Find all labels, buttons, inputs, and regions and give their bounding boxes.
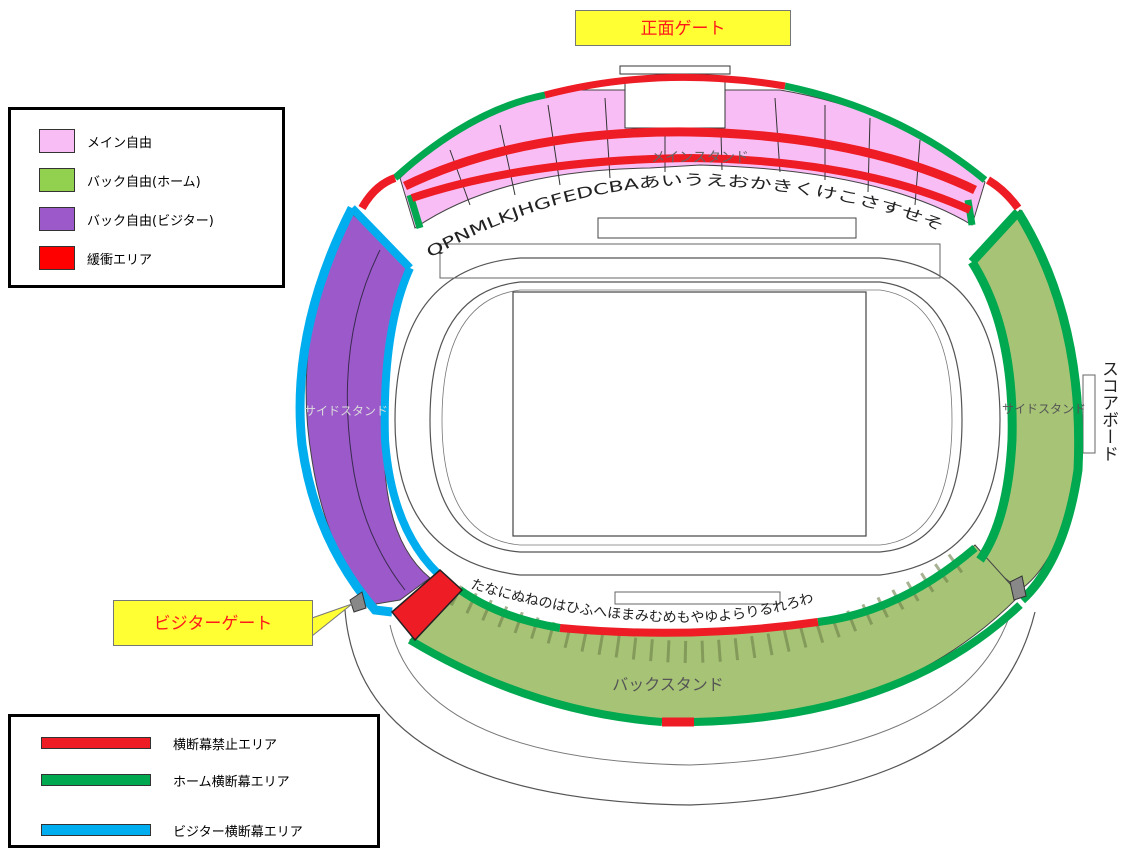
inner-track-outer [394,257,1001,576]
seat-legend-swatch [39,246,75,270]
prohibited-banner-main-top [544,73,786,99]
seat-legend-item: 緩衝エリア [11,245,152,271]
seat-legend-item: バック自由(ビジター) [11,206,214,232]
track-inner-lane [441,289,953,546]
banner-legend-swatch [41,737,151,749]
buffer-banner-left [358,174,397,211]
banner-legend-item: ビジター横断幕エリア [11,817,303,843]
seat-legend-item: バック自由(ホーム) [11,167,201,193]
banner-legend-label: ビジター横断幕エリア [173,824,303,840]
home-banner-right-side [968,208,1084,604]
prohibited-banner-main-mid [403,127,977,195]
seat-legend-swatch [39,207,75,231]
banner-legend-swatch [41,824,151,836]
right-gate-marker [1009,575,1027,601]
banner-legend-label: ホーム横断幕エリア [173,774,290,790]
seat-legend-label: バック自由(ホーム) [87,174,201,190]
main-gate-label: 正面ゲート [575,10,791,46]
visitor-banner-boundary [295,205,393,617]
back-stand-front-bench [614,591,781,605]
scoreboard-bracket [1082,374,1096,454]
seat-legend-swatch [39,129,75,153]
seat-legend-label: バック自由(ビジター) [87,213,214,229]
back-stand-label: バックスタンド [612,675,724,694]
visitor-gate-label: ビジターゲート [113,600,313,646]
seat-legend-item: メイン自由 [11,128,152,154]
playing-field [512,291,867,537]
visitor-gate-marker [349,591,367,613]
seat-legend-label: メイン自由 [87,135,153,151]
side-stand-left-inner-line [346,249,406,591]
main-stand-label: メインスタンド [651,150,749,166]
main-stand-vip-box [624,79,726,129]
scoreboard-label: スコアボード [1098,360,1118,462]
side-stand-right-label: サイドスタンド [1002,402,1086,416]
buffer-banner-right [985,176,1022,211]
seat-legend: メイン自由 バック自由(ホーム) バック自由(ビジター) 緩衝エリア [8,107,285,288]
banner-legend-item: ホーム横断幕エリア [11,767,290,793]
side-stand-left-label: サイドスタンド [304,404,388,418]
home-banner-main-stand [392,82,988,230]
seat-legend-swatch [39,168,75,192]
banner-legend-swatch [41,774,151,786]
running-track [429,281,963,553]
buffer-area-block [390,568,464,642]
seat-legend-label: 緩衝エリア [87,252,153,268]
main-stand-front-bench [597,217,857,239]
prohibited-banner-main-low [410,153,972,214]
outer-concourse-outline [344,609,1036,806]
banner-legend-item: 横断幕禁止エリア [11,730,277,756]
visitor-banner-inner [380,266,448,584]
home-banner-back-stand [407,544,1023,726]
banner-legend-label: 横断幕禁止エリア [173,737,278,753]
prohibited-banner-back [559,618,819,637]
banner-legend: 横断幕禁止エリア ホーム横断幕エリア ビジター横断幕エリア [8,714,380,848]
outer-concourse-inner [389,614,1011,766]
